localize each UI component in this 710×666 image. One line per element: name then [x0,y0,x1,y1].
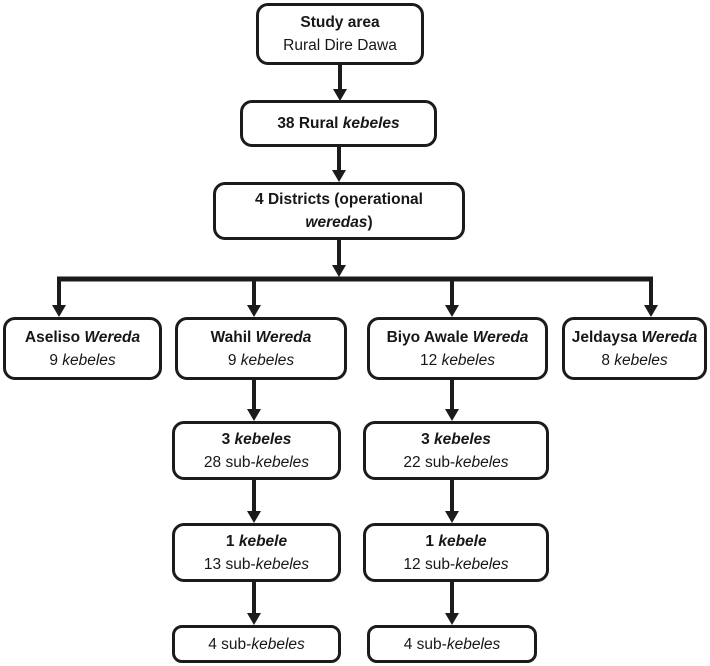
node-text-line: 9 kebeles [227,351,295,369]
node-text-line: 4 sub-kebeles [403,635,501,653]
node-text-line: Jeldaysa Wereda [571,328,698,346]
node-text-line: Biyo Awale Wereda [386,328,529,346]
node-text-line: 3 kebeles [421,430,491,448]
node-text-line: Wahil Wereda [210,328,312,346]
node-text-line: 13 sub-kebeles [203,555,310,573]
node-biyo-4-sub-kebeles: 4 sub-kebeles [367,625,537,663]
node-4-districts: 4 Districts (operational weredas) [213,182,465,240]
node-text-line: 12 sub-kebeles [403,555,509,573]
node-text-line: 38 Rural kebeles [277,115,400,132]
node-biyo-awale-wereda: Biyo Awale Wereda 12 kebeles [367,317,548,380]
node-text-line: Rural Dire Dawa [283,37,397,54]
node-aseliso-wereda: Aseliso Wereda 9 kebeles [3,317,162,380]
node-text-line: 4 sub-kebeles [208,635,305,653]
node-wahil-1-kebele: 1 kebele 13 sub-kebeles [172,523,341,582]
node-text-line: Aseliso Wereda [24,328,141,346]
node-biyo-1-kebele: 1 kebele 12 sub-kebeles [363,523,549,582]
node-biyo-3-kebeles: 3 kebeles 22 sub-kebeles [363,421,549,480]
node-text-line: 8 kebeles [601,351,668,369]
node-jeldaysa-wereda: Jeldaysa Wereda 8 kebeles [562,317,707,380]
node-text-line: 22 sub-kebeles [403,453,509,471]
node-wahil-3-kebeles: 3 kebeles 28 sub-kebeles [172,421,341,480]
node-wahil-4-sub-kebeles: 4 sub-kebeles [172,625,341,663]
node-text-line: 9 kebeles [49,351,116,369]
node-text-line: 1 kebele [425,532,487,550]
node-text-line: 4 Districts (operational [255,191,423,208]
node-text-line: 12 kebeles [420,351,495,369]
node-text-line: weredas) [305,214,373,231]
node-text-line: Study area [300,14,380,31]
node-38-rural-kebeles: 38 Rural kebeles [240,100,437,147]
node-wahil-wereda: Wahil Wereda 9 kebeles [175,317,347,380]
node-text-line: 28 sub-kebeles [203,453,310,471]
node-text-line: 1 kebele [225,532,288,550]
node-text-line: 3 kebeles [221,430,292,448]
